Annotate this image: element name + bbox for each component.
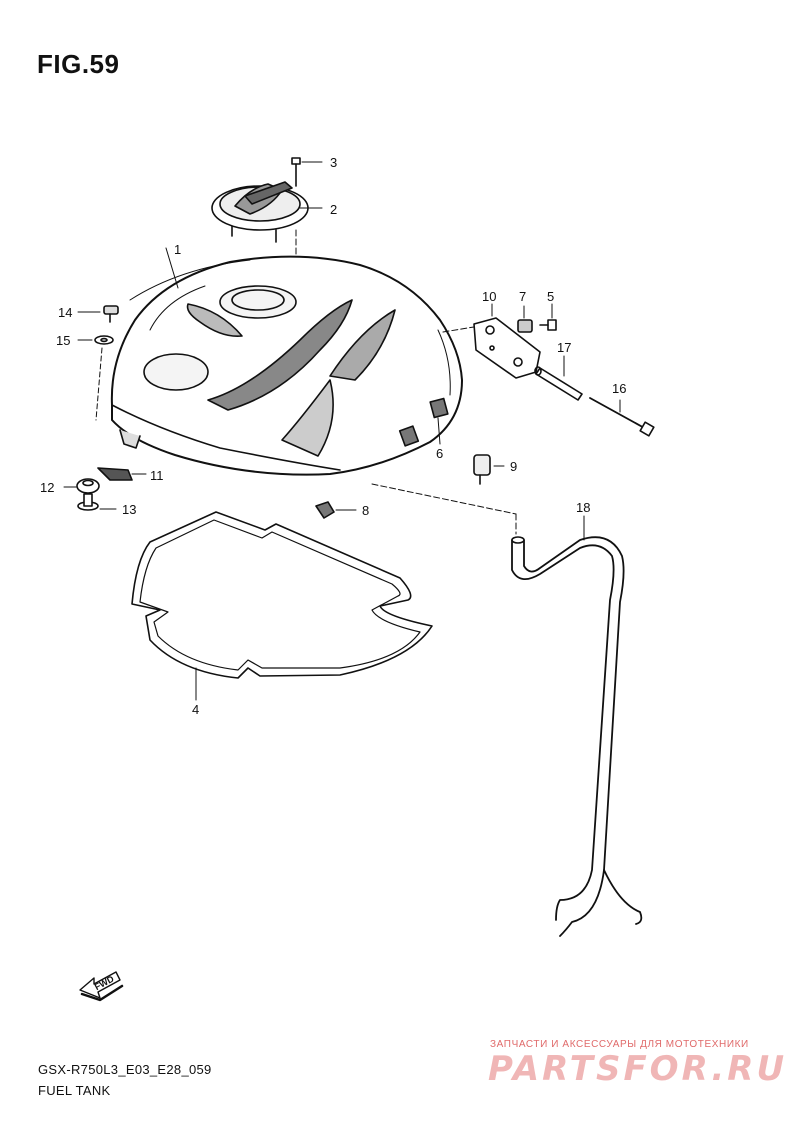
part-9-rubber [473, 454, 505, 485]
callout-12: 12 [40, 480, 54, 495]
callout-9: 9 [510, 459, 517, 474]
fwd-arrow-icon [79, 971, 124, 1002]
figure-code: GSX-R750L3_E03_E28_059 [38, 1062, 212, 1077]
callout-6: 6 [436, 446, 443, 461]
callout-10: 10 [482, 289, 496, 304]
part-7-nut [517, 305, 533, 333]
part-1-fuel-tank [110, 247, 463, 476]
callout-17: 17 [557, 340, 571, 355]
figure-name: FUEL TANK [38, 1083, 111, 1098]
callout-8: 8 [362, 503, 369, 518]
watermark-tagline: ЗАПЧАСТИ И АКСЕССУАРЫ ДЛЯ МОТОТЕХНИКИ [490, 1039, 749, 1050]
part-16-bolt [589, 397, 655, 437]
callout-5: 5 [547, 289, 554, 304]
part-8-cushion [315, 501, 357, 519]
part-10-bracket [473, 303, 541, 379]
callout-13: 13 [122, 502, 136, 517]
callout-14: 14 [58, 305, 72, 320]
callout-2: 2 [330, 202, 337, 217]
callout-16: 16 [612, 381, 626, 396]
watermark-site: PARTSFOR.RU [488, 1049, 788, 1089]
callout-18: 18 [576, 500, 590, 515]
part-17-spacer [534, 355, 583, 401]
part-3-bolt [291, 157, 323, 187]
part-4-seal [131, 511, 433, 701]
callout-7: 7 [519, 289, 526, 304]
part-12-grommet [63, 478, 100, 494]
part-13-collar [77, 493, 117, 511]
part-14-screw [77, 305, 119, 323]
part-11-clip [97, 467, 147, 481]
part-2-fuel-cap [211, 181, 323, 243]
callout-4: 4 [192, 702, 199, 717]
callout-1: 1 [174, 242, 181, 257]
callout-15: 15 [56, 333, 70, 348]
part-18-hose [511, 515, 643, 937]
callout-11: 11 [150, 468, 164, 483]
callout-3: 3 [330, 155, 337, 170]
part-15-washer [77, 335, 114, 421]
part-5-bolt [539, 303, 557, 331]
figure-title: FIG.59 [37, 49, 120, 79]
